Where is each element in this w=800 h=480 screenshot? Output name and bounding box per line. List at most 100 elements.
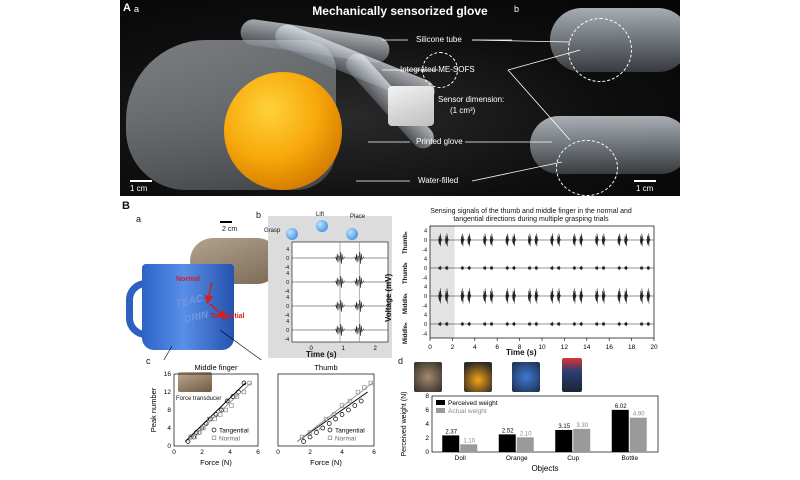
bar-perceived xyxy=(442,435,460,452)
bar-category-label: Orange xyxy=(506,455,528,462)
long-x-tick-label: 6 xyxy=(495,344,499,351)
short-x-tick-label: 1 xyxy=(342,346,346,352)
panel-b-sub-a: a xyxy=(136,214,142,224)
long-x-tick-label: 10 xyxy=(538,344,546,351)
short-y-tick-label: 0 xyxy=(286,304,289,310)
bar-y-tick-label: 0 xyxy=(425,449,429,456)
legend-label-normal: Normal xyxy=(219,436,241,443)
short-signal-trace xyxy=(292,275,388,288)
long-x-tick-label: 14 xyxy=(583,344,591,351)
scatter-y-tick-label: 12 xyxy=(164,389,172,396)
scatter-point-normal xyxy=(307,430,313,435)
scatter-point-normal xyxy=(315,425,321,431)
panel-b-sub-b: b xyxy=(256,210,262,220)
scatter-y-tick-label: 16 xyxy=(164,371,172,378)
long-plot-frame xyxy=(429,225,655,339)
legend-label-tangential: Tangential xyxy=(335,428,365,435)
short-y-tick-label: 4 xyxy=(286,295,289,301)
bar-value-label: 3.15 xyxy=(558,424,570,430)
long-time-title: Time (s) xyxy=(506,348,537,357)
long-x-tick-label: 0 xyxy=(428,344,432,351)
panel-a-sub-b: b xyxy=(514,4,520,14)
bar-value-label: 2.37 xyxy=(445,429,457,435)
bar-category-label: Doll xyxy=(455,455,467,462)
panel-a-photo: A a b Mechanically sensorized glove Sili… xyxy=(120,0,680,196)
scatter-point-normal xyxy=(197,430,202,435)
bar-x-title: Objects xyxy=(531,464,558,473)
scatter-point-normal xyxy=(234,394,240,399)
short-y-tick-label: 0 xyxy=(286,256,289,262)
bar-value-label: 2.52 xyxy=(502,428,514,434)
short-signal-trace xyxy=(292,251,388,264)
scatter-frame xyxy=(173,373,259,447)
scatter-point-tangential xyxy=(219,407,224,413)
long-x-tick-label: 16 xyxy=(606,344,614,351)
row-label-middle-n: Middleₙ xyxy=(403,322,409,344)
long-signal-trace xyxy=(430,265,654,271)
long-x-tick-label: 4 xyxy=(473,344,477,351)
normal-label: Normal xyxy=(176,276,201,283)
grasp-cup-icon xyxy=(286,228,298,240)
sensor-circle-bottom xyxy=(556,140,618,196)
long-signal-trace xyxy=(430,233,654,247)
legend-label-normal: Normal xyxy=(335,436,357,443)
long-signal-trace xyxy=(430,321,654,327)
long-y-tick-label: 0 xyxy=(424,238,427,244)
scatter-y-tick-label: 8 xyxy=(167,407,171,414)
highlight-window xyxy=(430,226,455,338)
scatter-x-tick-label: 2 xyxy=(200,449,204,456)
scale-label-2cm: 2 cm xyxy=(222,226,238,233)
scatter-point-tangential xyxy=(320,425,326,431)
scatter-x-title: Force (N) xyxy=(200,458,232,467)
place-cup-icon xyxy=(346,228,358,240)
short-y-tick-label: 4 xyxy=(286,271,289,277)
long-y-tick-label: 0 xyxy=(424,266,427,272)
long-y-tick-label: -4 xyxy=(422,248,427,254)
bar-actual xyxy=(573,428,591,452)
voltage-title: Voltage (mV) xyxy=(384,273,393,322)
short-y-tick-label: -4 xyxy=(285,265,290,271)
long-y-tick-label: 4 xyxy=(424,228,427,234)
bar-actual xyxy=(460,444,478,452)
scale-label-left: 1 cm xyxy=(130,184,148,193)
long-x-tick-label: 12 xyxy=(561,344,569,351)
sensing-title-2: tangential directions during multiple gr… xyxy=(453,216,609,223)
legend-marker-tangential xyxy=(211,427,217,433)
scatter-fit-line xyxy=(187,382,252,442)
scatter-point-normal xyxy=(323,416,329,422)
scatter-point-normal xyxy=(218,412,223,417)
force-transducer-label: Force transducer xyxy=(176,396,222,402)
long-y-tick-label: -4 xyxy=(422,276,427,282)
panel-a-sub-a: a xyxy=(134,4,140,14)
scatter-point-tangential xyxy=(230,394,236,399)
finger-photo xyxy=(178,372,212,392)
scatter-title: Thumb xyxy=(314,363,337,372)
callout-silicone-tube: Silicone tube xyxy=(416,35,462,44)
scatter-point-normal xyxy=(241,389,247,395)
scatter-point-tangential xyxy=(314,430,319,435)
short-y-tick-label: 0 xyxy=(286,328,289,334)
bar-actual xyxy=(629,417,647,452)
long-y-tick-label: 0 xyxy=(424,294,427,300)
bar-perceived xyxy=(555,429,573,452)
place-label: Place xyxy=(350,214,366,220)
scatter-fit-line xyxy=(184,382,246,442)
scatter-point-tangential xyxy=(241,380,247,386)
long-y-tick-label: -4 xyxy=(422,332,427,338)
scatter-point-normal xyxy=(223,407,228,413)
scatter-point-tangential xyxy=(346,407,351,413)
scatter-point-normal xyxy=(188,434,193,440)
long-y-tick-label: 4 xyxy=(424,312,427,318)
bar-y-tick-label: 8 xyxy=(425,393,429,400)
panel-a-title: Mechanically sensorized glove xyxy=(312,4,488,18)
scatter-x-tick-label: 4 xyxy=(228,449,232,456)
scatter-x-tick-label: 0 xyxy=(172,449,176,456)
scatter-point-tangential xyxy=(236,389,241,395)
scatter-point-normal xyxy=(247,380,252,386)
scatter-x-tick-label: 2 xyxy=(308,449,312,456)
bar-value-label: 6.02 xyxy=(615,404,627,410)
callout-printed-glove: Printed glove xyxy=(416,137,463,146)
bar-value-label: 4.90 xyxy=(633,412,645,418)
short-signal-trace xyxy=(292,299,388,312)
